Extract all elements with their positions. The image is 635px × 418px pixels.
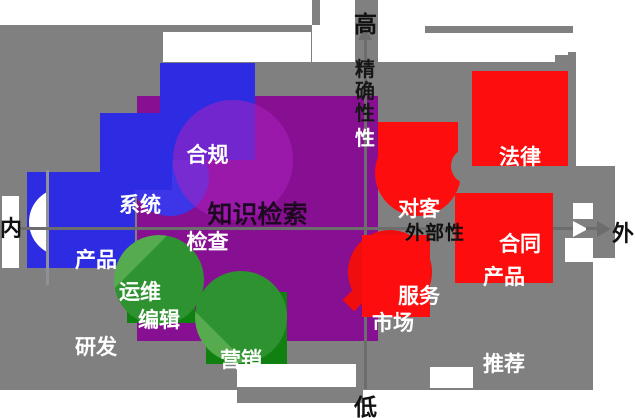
background-white-patch-above-compliance (163, 32, 311, 62)
background-gray-patch-small (555, 55, 569, 62)
axis-arrow-right-gray-icon (597, 221, 611, 237)
axis-label-right-external: 外 (611, 222, 634, 247)
bubble-compliance-check-overlay-circle (173, 100, 293, 220)
background-white-strip-right-axis (615, 166, 635, 266)
axis-horizontal-line (19, 227, 574, 230)
bubble-label-knowledge-retrieval: 知识检索 (207, 200, 308, 229)
bubble-label-editing-assist: 编辑 辅助 (138, 308, 180, 418)
bubble-label-product-recommend: 产品 推荐 (483, 265, 525, 376)
bubble-label-marketing-plan: 营销 方案 (220, 348, 262, 372)
bubble-legal-contract (472, 71, 568, 166)
background-white-patch-bottom-right (593, 258, 635, 390)
bubble-customer-service (375, 130, 461, 216)
bubble-marketing-plan (195, 271, 287, 363)
axis-arrow-right-stub (586, 227, 598, 230)
bubble-editing-assist (114, 235, 204, 325)
axis-title-precision: 精 确 性 (355, 57, 375, 125)
bubble-label-product-rd: 产品 研发 (75, 248, 117, 359)
bubble-label-legal-contract: 法律 合同 (499, 145, 541, 256)
bubble-product-rd (46, 172, 135, 268)
bubble-product-recommend (455, 193, 553, 283)
background-gray-patch (312, 0, 320, 25)
bubble-label-market-promotion: 市场 推广 (372, 311, 414, 418)
bubble-label-system-operations: 系统 运维 (119, 193, 161, 304)
background-gray-tail-bottom (237, 387, 363, 403)
axis-label-left-internal: 内 (0, 217, 23, 242)
axis-title-precision-overlay-char: 性 (355, 126, 375, 150)
background-white-notch-above-arrow (573, 203, 593, 219)
bubble-market-promotion (362, 235, 430, 317)
background-white-notch-below-arrow (565, 238, 593, 262)
axis-vertical-line (364, 38, 367, 389)
bubble-label-compliance-check: 合规 检查 (186, 143, 229, 254)
axis-arrow-right-white-icon (573, 221, 588, 237)
background-white-patch-bottom (430, 367, 473, 388)
axis-arrow-up-icon (358, 27, 372, 40)
background-gray-bar-top-right (425, 26, 573, 33)
bubble-label-customer-service: 对客 服务 (398, 197, 440, 308)
background-white-patch-below-plan (237, 364, 356, 387)
axis-label-top-high: 高 (354, 12, 377, 38)
axis-title-externality: 外部性 (404, 222, 465, 244)
background-white-patch-right-upper (575, 62, 635, 166)
axis-label-bottom-low: 低 (354, 395, 377, 418)
background-white-strip-left-axis (2, 196, 19, 268)
background-gray-band-right (568, 52, 576, 166)
